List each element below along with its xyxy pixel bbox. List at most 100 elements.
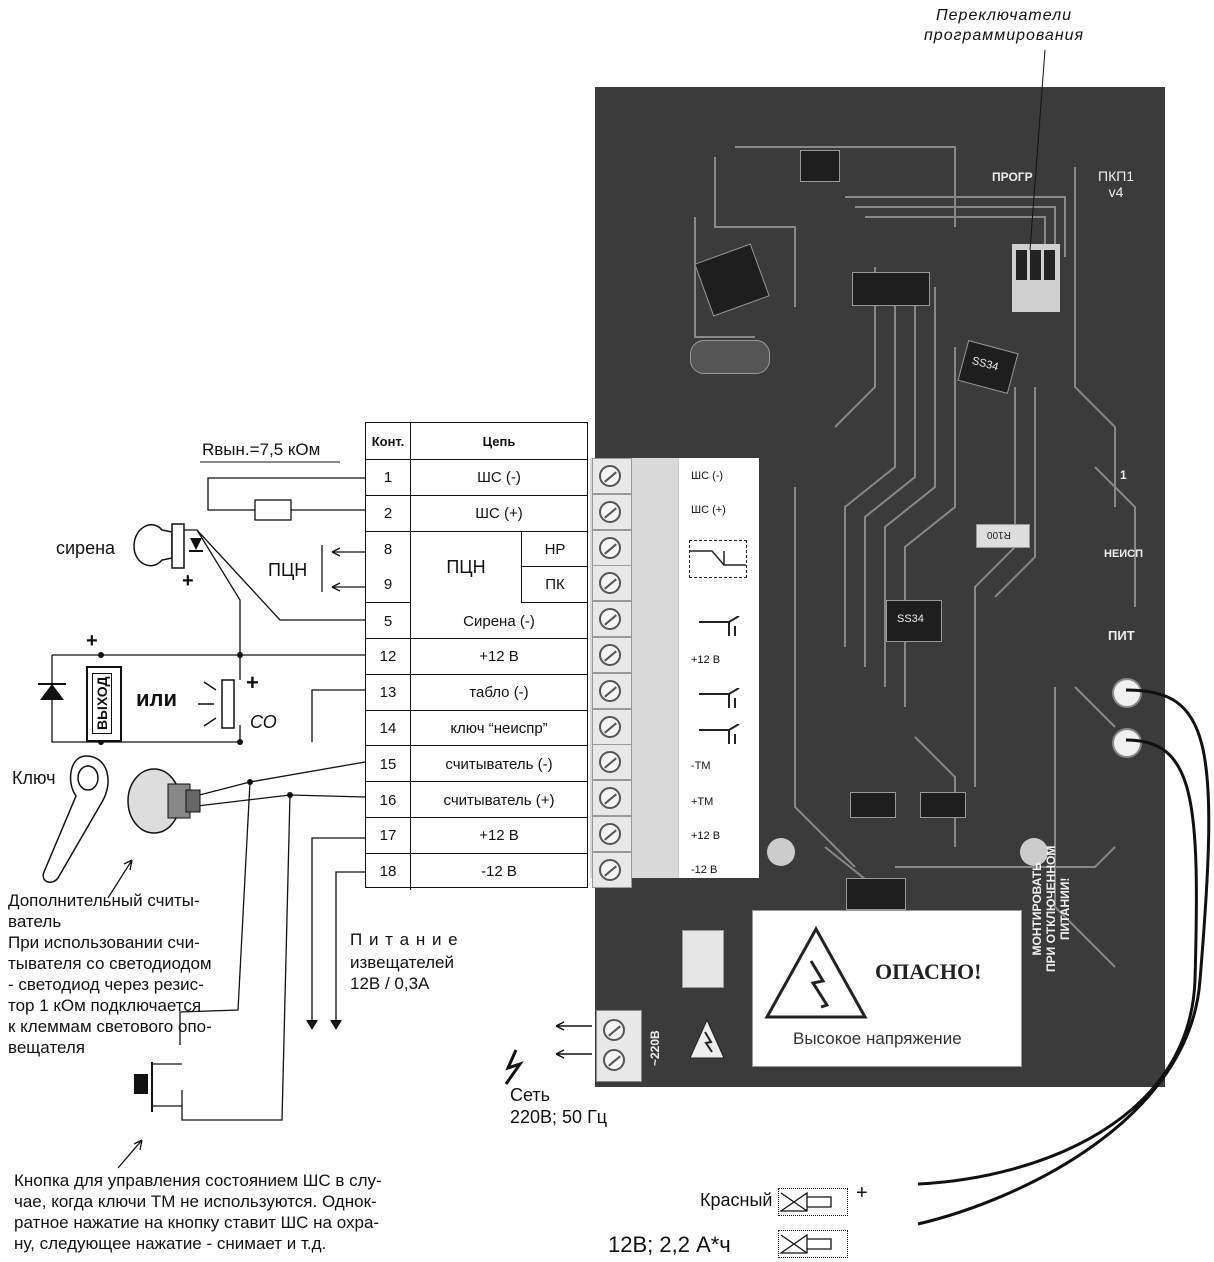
reader-note: Дополнительный считы- ватель При использ… [8,891,212,1057]
resistor-r100: R100 [976,524,1030,548]
header-circuit: Цепь [482,433,516,449]
table-row: 12 +12 В [366,638,587,675]
circuit-name: +12 В [479,827,519,845]
contact-number: 15 [366,746,411,783]
terminal-screw [592,672,632,709]
small-chip [800,150,840,182]
circuit-name: +12 В [479,648,519,666]
battery-plus: + [856,1182,868,1204]
danger-title: ОПАСНО! [875,959,982,984]
table-row: 9 ПК [366,566,588,603]
circuit-name: -12 В [481,863,517,881]
driver-chip [852,272,930,306]
terminal-screw [592,458,632,494]
contact-number: 9 [366,566,411,603]
terminal-screw [592,529,632,566]
label-neispr: НЕИСП [1104,548,1144,560]
prog-label: ПРОГР [992,170,1033,184]
battery-red-connector [778,1188,848,1216]
circuit-name: ШС (+) [475,505,523,523]
exit-plus: + [86,630,98,652]
co-label: СО [250,712,277,732]
table-row: 14 ключ “неиспр” [366,709,587,747]
siren-icon [126,510,206,585]
terminal-screw [592,816,632,852]
strip-label-shs-plus: ШС (+) [691,504,726,516]
terminal-screw [592,637,632,673]
table-header: Конт. Цепь [366,423,587,459]
contact-number: 12 [366,639,411,675]
strip-label-minus12: -12 В [691,864,718,876]
contact-number: 18 [366,853,411,890]
danger-subtitle: Высокое напряжение [793,1029,962,1048]
contact-number: 16 [366,782,411,818]
header-contact: Конт. [366,423,411,459]
ribbon-connector [682,930,724,988]
table-row: 18 -12 В [366,852,587,890]
danger-label: ОПАСНО! Высокое напряжение [752,910,1022,1067]
programming-switches-note: Переключатели программирования [924,7,1085,44]
terminal-screw [592,744,632,781]
transistor-symbol-siren [699,615,749,645]
terminal-strip: ШС (-) ШС (+) +12 В -ТМ +ТМ +12 В -12 В [678,458,759,878]
exit-label: ВЫХОД [92,672,112,734]
mains-terminal [596,1010,642,1082]
crystal [690,340,770,374]
circuit-name: ключ “неиспр” [450,719,548,737]
relay-symbol [689,540,747,578]
terminal-screw [592,851,632,888]
label-pit: ПИТ [1108,628,1135,643]
reader-icon [124,766,204,841]
circuit-name: ПЦН [411,531,521,604]
strip-label-tm-minus: -ТМ [691,760,711,772]
pcn-label: ПЦН [268,560,308,580]
table-row: 13 табло (-) [366,673,587,711]
siren-label: сирена [56,538,116,558]
strip-label-plus12-b: +12 В [691,830,721,842]
key-label: Ключ [12,768,56,788]
circuit-name: считыватель (-) [445,755,553,773]
power-note-title: П и т а н и е [350,930,459,949]
power-note-body: извещателей 12В / 0,3А [350,953,455,993]
contact-sub: ПК [521,566,588,603]
battery-red-label: Красный [700,1190,773,1210]
contact-number: 1 [366,460,411,496]
contact-number: 13 [366,674,411,711]
terminal-screw [592,708,632,745]
light-indicator-icon [194,676,244,737]
label-one: 1 [1120,468,1127,482]
mains-label: Сеть 220В; 50 Гц [510,1085,608,1127]
contact-number: 8 [366,531,411,568]
mount-hole-b [1020,838,1048,866]
fuse [846,878,906,910]
circuit-name: ШС (-) [477,469,521,487]
circuit-name: табло (-) [469,684,529,702]
terminal-screw [592,780,632,817]
hv-symbol [688,1018,726,1062]
transistor-symbol-key [699,723,749,753]
key-fob-icon [36,752,116,889]
terminal-screw [592,565,632,602]
battery-spec: 12В; 2,2 А*ч [608,1232,731,1257]
mount-hole-a [767,838,795,866]
contact-number: 14 [366,710,411,747]
diode-ss34-bottom: SS34 [886,600,942,642]
siren-plus: + [182,570,194,592]
power-pad-plus [1112,678,1142,708]
co-plus: + [246,670,259,695]
strip-label-plus12-a: +12 В [691,654,721,666]
table-row: 17+12 В [366,817,587,854]
transistor-symbol-tablo [699,687,749,717]
strip-label-tm-plus: +ТМ [691,796,714,808]
circuit-name: считыватель (+) [443,791,555,809]
or-label: или [136,686,178,711]
terminal-screw [592,601,632,638]
strip-label-shs-minus: ШС (-) [691,470,724,482]
table-row: 1 ШС (-) [366,459,587,496]
terminal-screw [592,493,632,530]
table-row: 15 считыватель (-) [366,745,587,783]
circuit-name: Сирена (-) [463,612,535,630]
